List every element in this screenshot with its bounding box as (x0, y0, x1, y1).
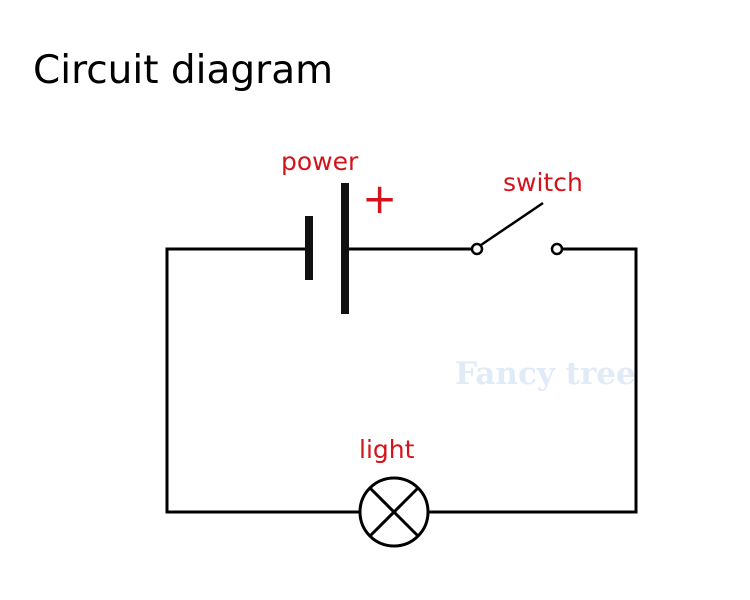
battery-negative-plate (305, 216, 313, 280)
positive-terminal-sign: + (362, 174, 398, 223)
switch-label: switch (503, 168, 583, 197)
switch-left-terminal (470, 242, 484, 256)
power-label: power (281, 147, 359, 176)
wire-top-right (562, 247, 638, 514)
page-title: Circuit diagram (33, 48, 334, 93)
switch-lever (480, 201, 544, 247)
switch-symbol (470, 201, 564, 256)
battery-positive-plate (341, 183, 349, 314)
watermark: Fancy tree (455, 356, 636, 392)
lamp-symbol (358, 476, 430, 548)
lamp-cross-b (368, 486, 420, 538)
light-label: light (359, 435, 415, 464)
switch-right-terminal (550, 242, 564, 256)
